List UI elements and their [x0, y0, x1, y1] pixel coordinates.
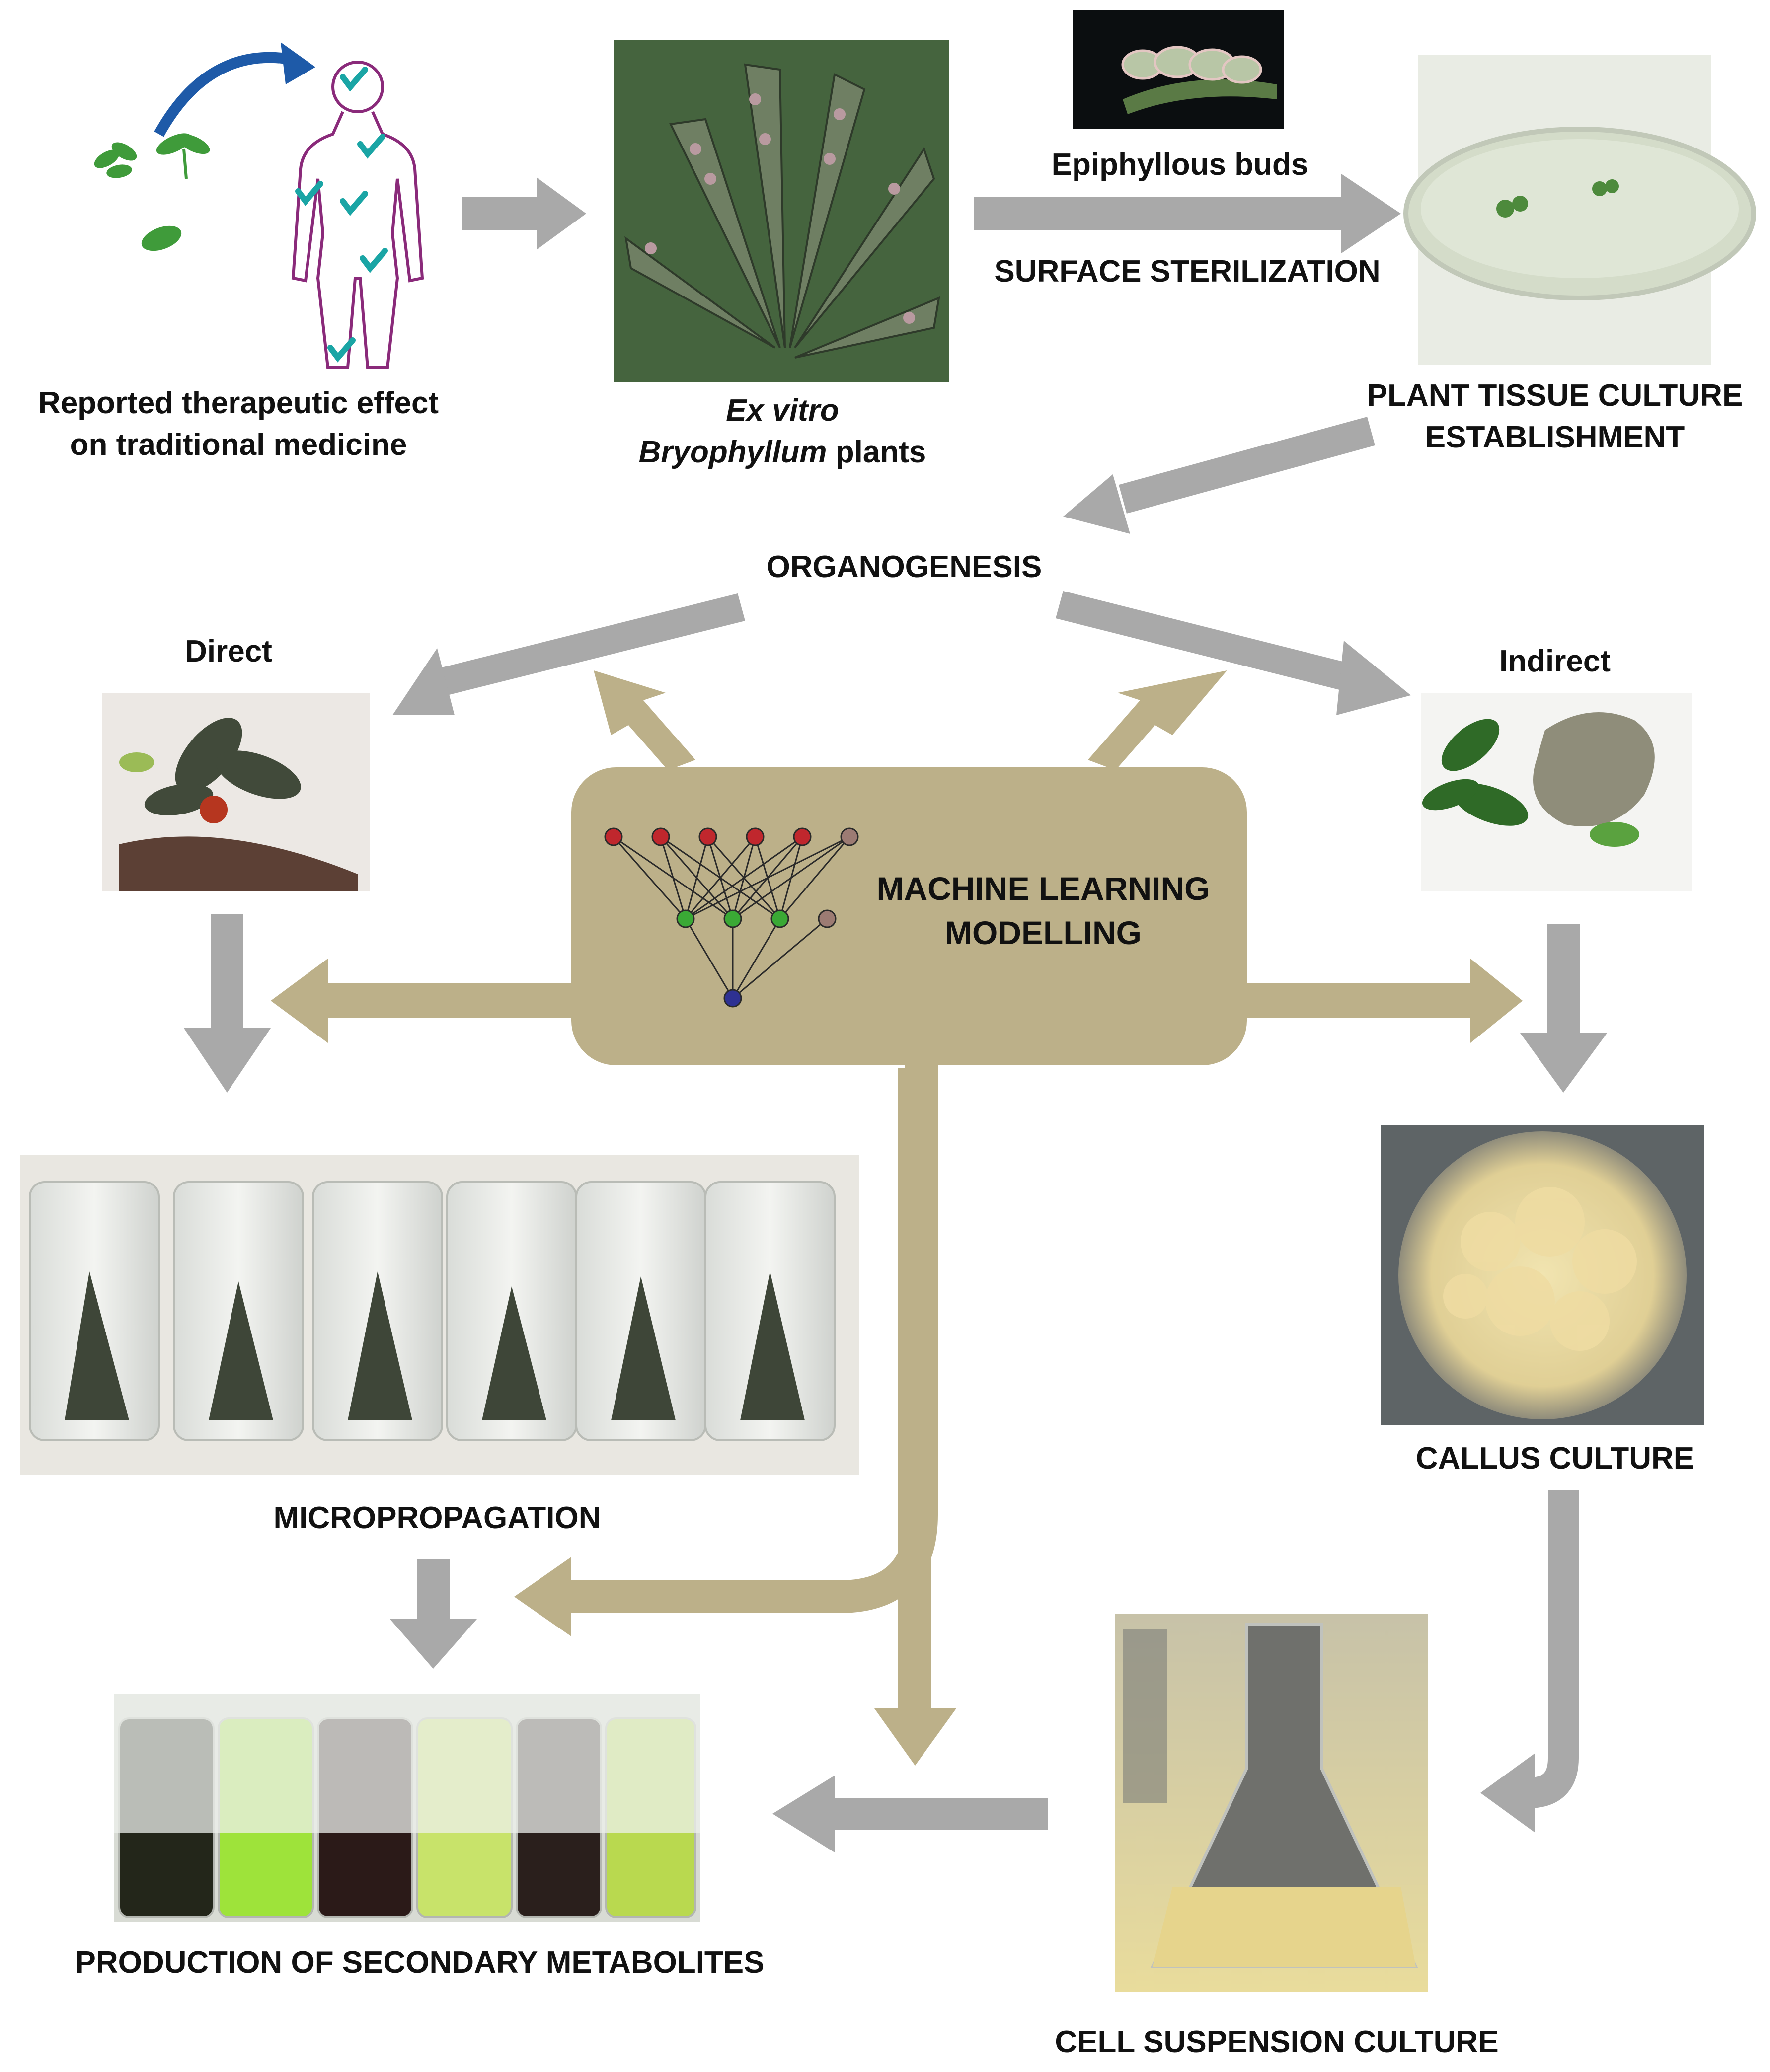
- cell-suspension-flask-photo: [1115, 1614, 1428, 1992]
- label-direct: Direct: [185, 634, 272, 668]
- label-organogenesis: ORGANOGENESIS: [766, 550, 1042, 584]
- label-therapeutic-effect: Reported therapeutic effect on tradition…: [0, 382, 477, 465]
- ptc-line2: ESTABLISHMENT: [1425, 420, 1685, 454]
- label-secondary-metabolites: PRODUCTION OF SECONDARY METABOLITES: [75, 1945, 765, 1980]
- secondary-metabolites-photo: [114, 1694, 700, 1922]
- exvitro-text: Ex vitro: [726, 393, 839, 428]
- process-arrow-suspension-to-secondary: [772, 1776, 1048, 1852]
- bryophyllum-plant-photo: [614, 40, 949, 382]
- direct-shoot-photo: [102, 693, 370, 891]
- label-indirect: Indirect: [1499, 644, 1611, 678]
- ml-arrow-right: [1222, 959, 1523, 1043]
- process-arrow-callus-to-suspension: [1480, 1490, 1579, 1833]
- ml-arrow-down: [874, 1068, 956, 1766]
- label-callus-culture: CALLUS CULTURE: [1415, 1441, 1694, 1476]
- ml-arrow-up-right: [1088, 670, 1227, 785]
- bias-neuron-input: [840, 827, 859, 846]
- epiphyllous-buds-photo: [1073, 10, 1284, 129]
- process-arrow-to-organogenesis: [1119, 417, 1375, 514]
- bias-neuron-hidden: [818, 909, 837, 928]
- label-surface-sterilization: SURFACE STERILIZATION: [994, 254, 1381, 289]
- callus-culture-photo: [1381, 1125, 1704, 1425]
- human-body-icon: [291, 61, 424, 369]
- petri-dish-photo: [1403, 55, 1756, 365]
- plants-text: plants: [827, 435, 926, 469]
- label-exvitro-plants: Ex vitro Bryophyllum plants: [576, 390, 989, 473]
- hidden-neurons: [676, 909, 789, 928]
- ml-line2: MODELLING: [945, 914, 1142, 952]
- label-cell-suspension-culture: CELL SUSPENSION CULTURE: [1055, 2025, 1499, 2059]
- curved-arrow-icon: [154, 42, 315, 137]
- process-arrow-micro-to-secondary: [390, 1559, 477, 1669]
- therapeutic-line1: Reported therapeutic effect: [38, 386, 439, 420]
- input-neurons: [604, 827, 812, 846]
- ml-arrow-up-left: [594, 670, 695, 785]
- process-arrow-direct-to-micro: [184, 914, 271, 1093]
- label-plant-tissue-culture: PLANT TISSUE CULTURE ESTABLISHMENT: [1341, 375, 1769, 458]
- micropropagation-jars-photo: [20, 1155, 859, 1475]
- label-epiphyllous-buds: Epiphyllous buds: [1051, 148, 1308, 182]
- process-arrow-to-indirect: [1056, 591, 1411, 715]
- network-connections: [613, 836, 850, 999]
- ptc-line1: PLANT TISSUE CULTURE: [1367, 378, 1743, 413]
- process-arrow-sterilization: [974, 174, 1401, 253]
- indirect-callus-shoot-photo: [1421, 693, 1692, 891]
- checkmark-icon: [295, 67, 388, 363]
- ml-box: [571, 767, 1247, 1065]
- process-arrow-to-organogenesis-head: [1063, 474, 1130, 534]
- leaf-icon: [94, 133, 210, 251]
- neural-network-icon: [604, 827, 859, 1008]
- ml-arrow-left: [271, 959, 586, 1043]
- therapeutic-line2: on traditional medicine: [70, 427, 407, 462]
- output-neuron: [723, 989, 742, 1008]
- process-arrow-therapy-to-plant: [462, 177, 586, 250]
- label-micropropagation: MICROPROPAGATION: [273, 1501, 601, 1535]
- ml-line1: MACHINE LEARNING: [876, 870, 1210, 907]
- label-machine-learning-modelling: MACHINE LEARNING MODELLING: [845, 867, 1242, 955]
- bryophyllum-text: Bryophyllum: [638, 435, 827, 469]
- process-arrow-to-direct: [392, 593, 745, 715]
- process-arrow-indirect-to-callus: [1520, 924, 1607, 1093]
